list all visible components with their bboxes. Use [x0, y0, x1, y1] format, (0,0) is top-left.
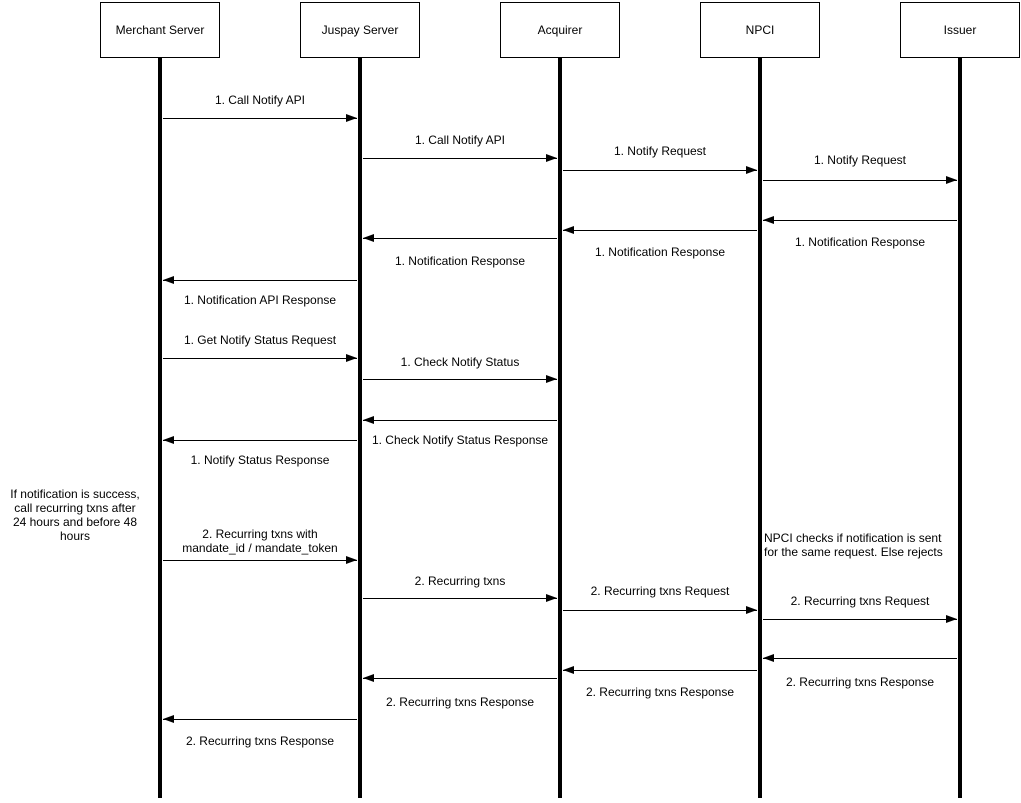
message-label: 1. Get Notify Status Request [183, 333, 337, 347]
message-label: 1. Notification Response [594, 245, 726, 259]
message-arrowhead [746, 606, 757, 615]
message-arrowhead [546, 154, 557, 163]
message-label: 1. Notification Response [394, 254, 526, 268]
message-arrowhead [363, 416, 374, 425]
message-line [763, 619, 957, 621]
message-label: 1. Notify Status Response [190, 453, 330, 467]
message-arrowhead [763, 216, 774, 225]
lifeline-juspay-server [358, 58, 362, 798]
message-label: 2. Recurring txns Response [185, 734, 335, 748]
annotation-note-0: If notification is success, call recurri… [10, 487, 140, 543]
message-line [763, 658, 957, 660]
message-line [163, 118, 357, 120]
message-arrowhead [346, 354, 357, 363]
message-arrowhead [946, 176, 957, 185]
message-label: 2. Recurring txns Response [385, 695, 535, 709]
participant-label: Merchant Server [115, 23, 205, 37]
message-label: 2. Recurring txns with mandate_id / mand… [182, 527, 338, 555]
message-line [163, 719, 357, 721]
participant-label: Issuer [943, 23, 977, 37]
message-arrowhead [163, 715, 174, 724]
message-arrowhead [163, 436, 174, 445]
message-label: 1. Notification Response [794, 235, 926, 249]
message-arrowhead [946, 615, 957, 624]
message-line [363, 420, 557, 422]
message-label: 1. Call Notify API [414, 133, 506, 147]
message-label: 2. Recurring txns Response [785, 675, 935, 689]
message-label: 2. Recurring txns Response [585, 685, 735, 699]
message-arrowhead [163, 276, 174, 285]
message-arrowhead [346, 556, 357, 565]
message-label: 1. Check Notify Status Response [371, 433, 549, 447]
message-line [563, 170, 757, 172]
lifeline-npci [758, 58, 762, 798]
participant-box-npci: NPCI [700, 2, 820, 58]
message-label: 1. Notify Request [613, 144, 707, 158]
message-arrowhead [763, 654, 774, 663]
participant-label: NPCI [745, 23, 775, 37]
message-line [563, 230, 757, 232]
message-arrowhead [546, 594, 557, 603]
participant-box-merchant-server: Merchant Server [100, 2, 220, 58]
message-arrowhead [363, 234, 374, 243]
participant-box-acquirer: Acquirer [500, 2, 620, 58]
message-line [363, 238, 557, 240]
lifeline-acquirer [558, 58, 562, 798]
participant-label: Acquirer [537, 23, 583, 37]
message-label: 1. Notification API Response [183, 293, 337, 307]
message-line [363, 598, 557, 600]
message-line [163, 560, 357, 562]
participant-box-issuer: Issuer [900, 2, 1020, 58]
annotation-note-1: NPCI checks if notification is sent for … [764, 531, 943, 559]
participant-label: Juspay Server [321, 23, 399, 37]
participant-box-juspay-server: Juspay Server [300, 2, 420, 58]
message-arrowhead [346, 114, 357, 123]
message-label: 2. Recurring txns Request [590, 584, 730, 598]
message-arrowhead [746, 166, 757, 175]
message-label: 1. Check Notify Status [400, 355, 520, 369]
message-line [363, 678, 557, 680]
message-arrowhead [563, 226, 574, 235]
message-label: 1. Notify Request [813, 153, 907, 167]
message-line [563, 670, 757, 672]
message-arrowhead [363, 674, 374, 683]
message-line [763, 220, 957, 222]
message-line [763, 180, 957, 182]
message-label: 1. Call Notify API [214, 93, 306, 107]
message-label: 2. Recurring txns Request [790, 594, 930, 608]
message-line [163, 280, 357, 282]
message-line [363, 379, 557, 381]
message-line [563, 610, 757, 612]
lifeline-issuer [958, 58, 962, 798]
message-line [363, 158, 557, 160]
message-arrowhead [563, 666, 574, 675]
message-label: 2. Recurring txns [414, 574, 506, 588]
message-line [163, 440, 357, 442]
message-arrowhead [546, 375, 557, 384]
message-line [163, 358, 357, 360]
lifeline-merchant-server [158, 58, 162, 798]
